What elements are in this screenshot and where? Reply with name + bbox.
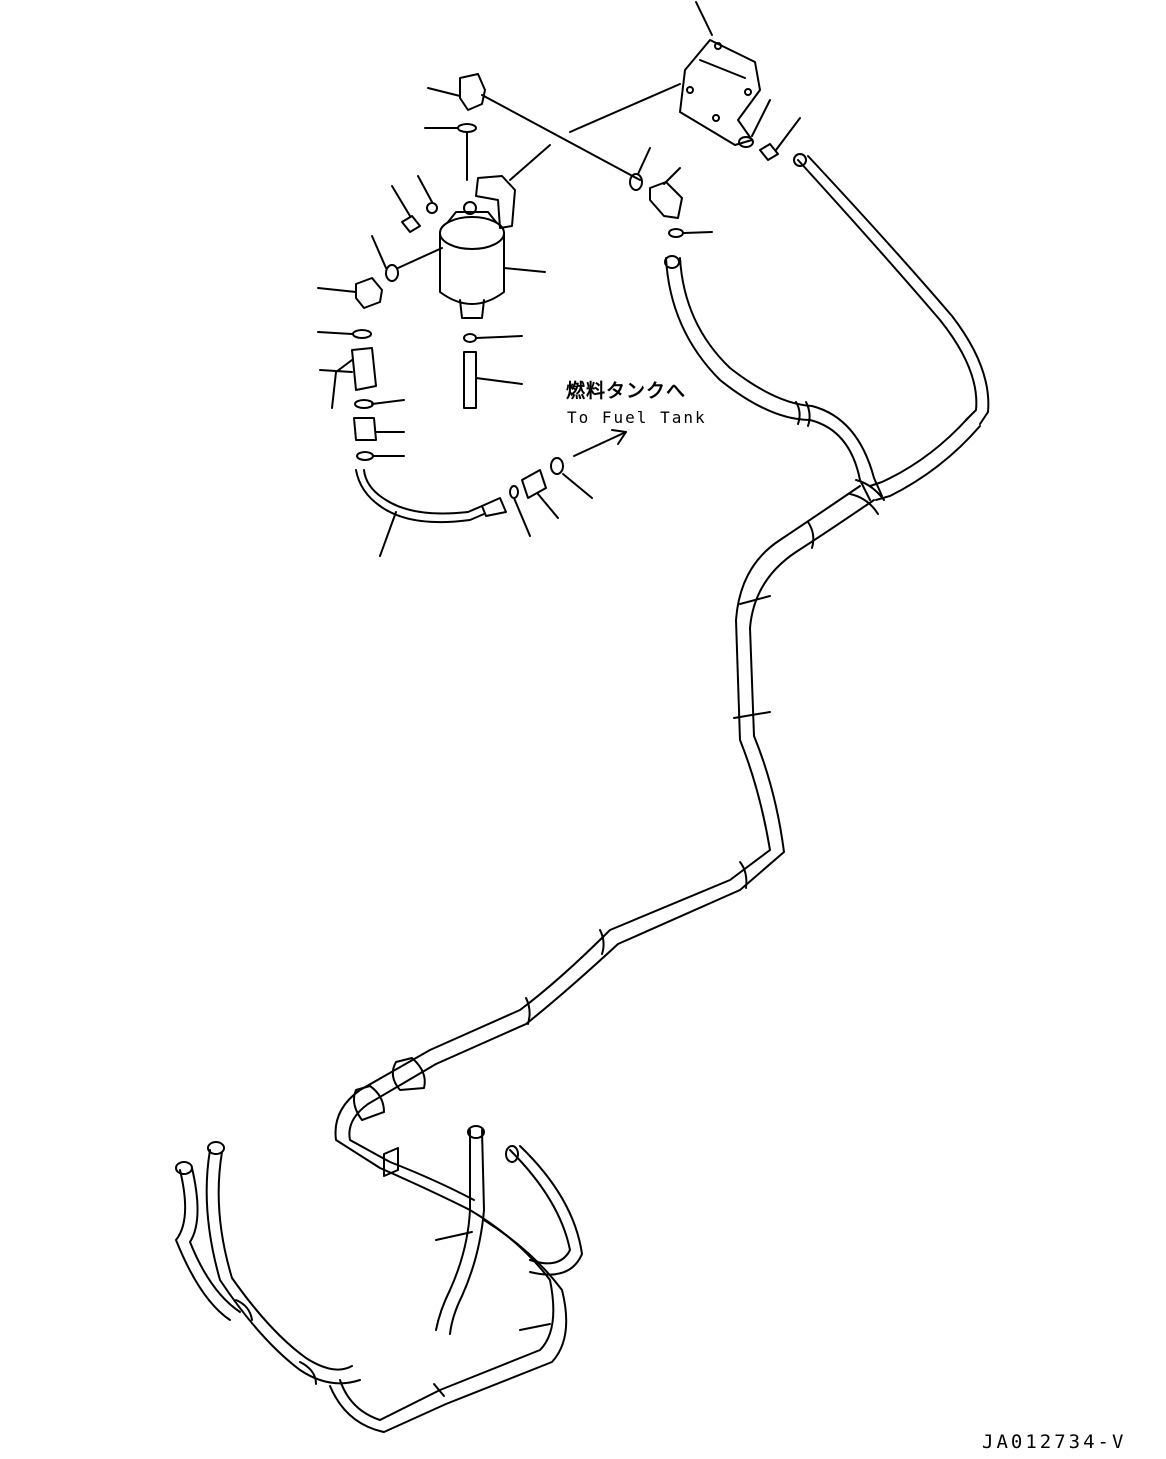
fuel-filter bbox=[439, 201, 546, 319]
o-ring-top bbox=[424, 123, 477, 133]
main-fuel-hose bbox=[334, 155, 990, 1211]
adapter-valve bbox=[353, 417, 405, 441]
drain-tube bbox=[463, 351, 523, 409]
fuel-line-connection bbox=[481, 94, 641, 181]
filter-bracket bbox=[475, 144, 551, 229]
fuel-tank-direction-arrow bbox=[573, 429, 627, 457]
hose-end-fittings bbox=[175, 153, 807, 1175]
o-ring-lower bbox=[356, 451, 405, 461]
mount-leader-line bbox=[569, 83, 681, 133]
o-ring-inlet bbox=[371, 235, 443, 282]
elbow-fitting-left bbox=[317, 277, 383, 309]
o-ring-valve bbox=[354, 399, 405, 409]
fuel-tank-label-jp: 燃料タンクへ bbox=[566, 380, 687, 402]
elbow-fitting-right bbox=[649, 167, 683, 219]
fuel-tank-label-en: To Fuel Tank bbox=[567, 408, 707, 427]
branch-hoses bbox=[175, 1129, 583, 1433]
o-ring-hose bbox=[509, 485, 531, 537]
filter-hose bbox=[355, 469, 507, 557]
o-ring-right-2 bbox=[668, 228, 713, 238]
o-ring-right-1 bbox=[629, 147, 651, 191]
elbow-fitting-top bbox=[427, 73, 486, 111]
o-ring-connector bbox=[550, 457, 593, 499]
bracket-washer bbox=[738, 99, 771, 148]
drain-valve bbox=[319, 347, 377, 409]
bracket-bolt bbox=[759, 117, 801, 161]
o-ring-left bbox=[317, 329, 372, 339]
mounting-bracket-plate bbox=[679, 1, 761, 146]
filter-washer bbox=[417, 175, 438, 214]
connector-hose bbox=[521, 469, 559, 519]
filter-nipple bbox=[463, 333, 523, 343]
filter-bolt bbox=[391, 185, 421, 233]
drawing-number: JA012734-V bbox=[982, 1431, 1127, 1453]
